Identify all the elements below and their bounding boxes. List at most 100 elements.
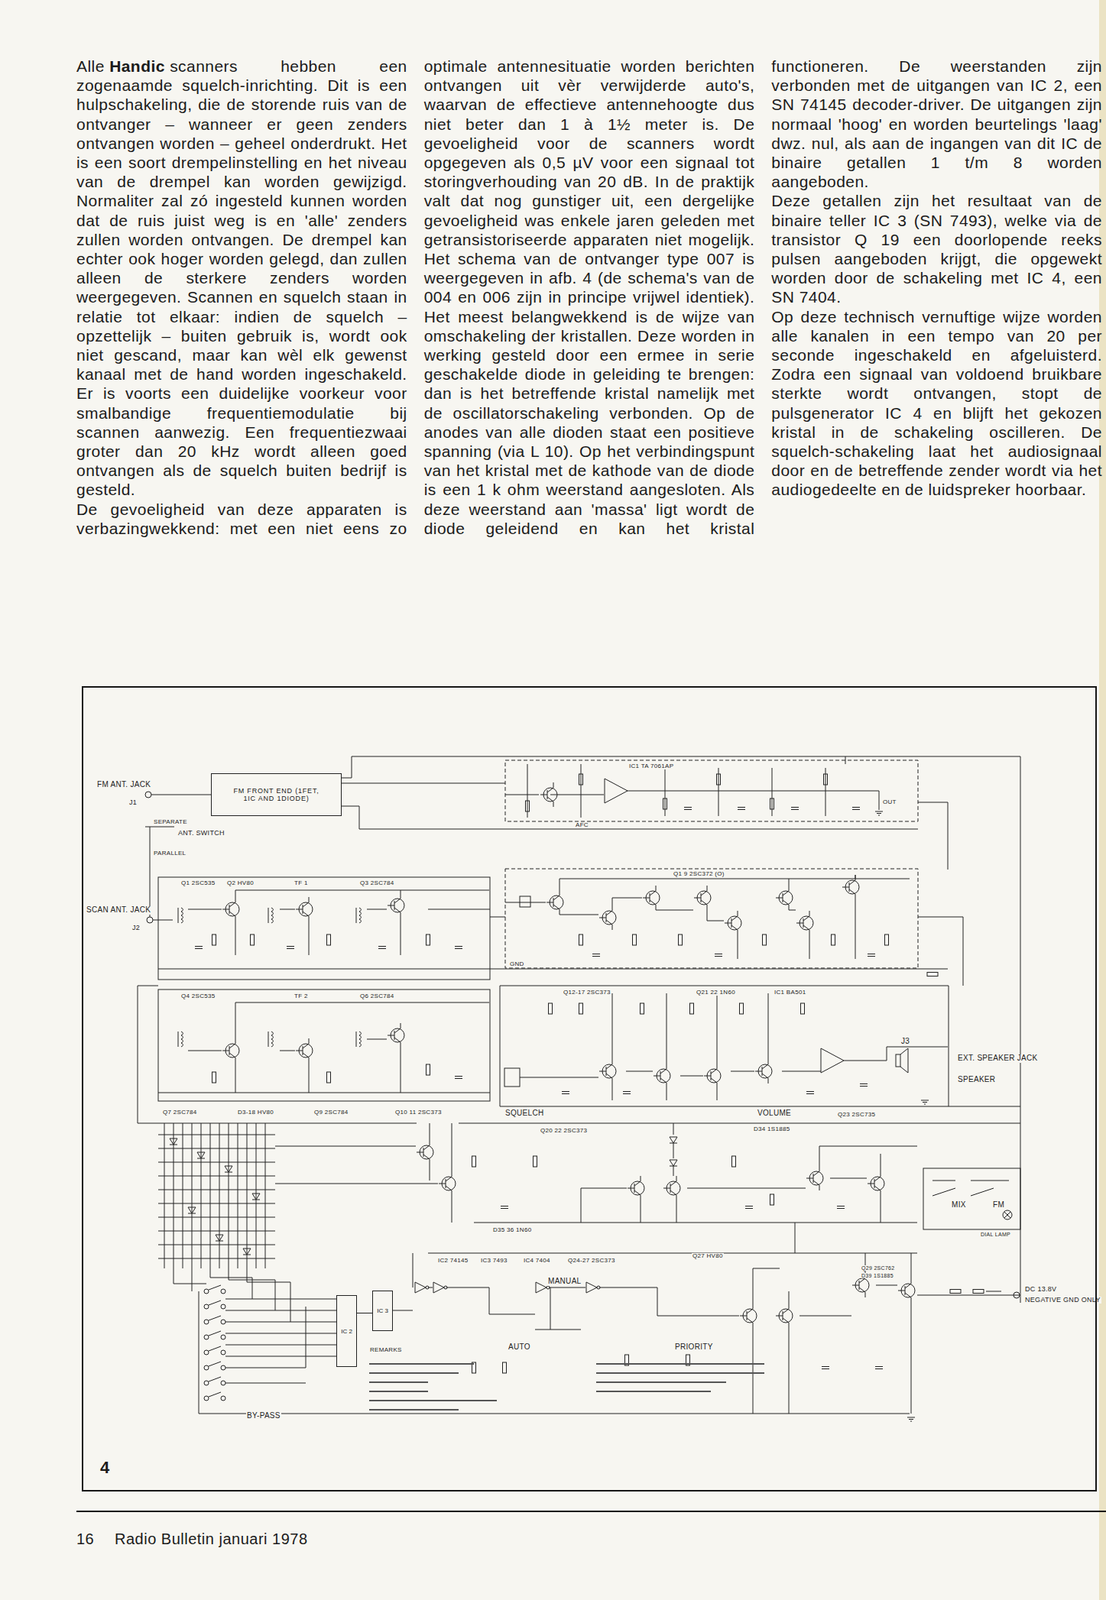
wiring [768,993,769,1060]
component-symbols [286,947,295,950]
brand-name: Handic [109,57,166,75]
component-symbols [921,1100,929,1105]
component-symbols [252,1193,260,1201]
wiring [225,1345,337,1347]
schematic-label: OUT [882,799,898,806]
component-symbols [716,774,721,785]
component-symbols [950,1290,961,1295]
wiring [428,1253,918,1255]
schematic-label: TF 2 [293,993,309,1000]
wiring [225,1383,306,1385]
component-symbols [327,934,331,946]
component-symbols [586,1282,601,1294]
schematic-label: MIX [950,1201,967,1210]
wiring [158,1148,276,1150]
schematic-label: Q9 2SC784 [313,1109,350,1116]
wiring [146,917,153,924]
wiring [499,985,501,1107]
wiring [875,1285,898,1287]
schematic-label: Q4 2SC535 [180,993,217,1000]
schematic-label: D35 36 1N60 [492,1227,532,1234]
component-symbols [867,954,876,957]
schematic-label: D3-18 HV80 [236,1109,275,1116]
wiring [208,1300,221,1306]
wiring [246,1123,248,1269]
wiring [204,1396,209,1402]
wiring [1020,1295,1022,1304]
component-symbols [755,1059,772,1084]
schematic-label: Q1 9 2SC372 (O) [672,871,726,878]
wiring [446,1287,536,1315]
component-symbols [791,807,799,811]
component-symbols [579,774,584,785]
component-symbols [684,807,692,811]
component-symbols [627,1176,645,1201]
remarks-note-lines [369,1363,474,1366]
wiring [341,756,1021,1296]
wiring [158,989,490,1102]
wiring [499,985,949,987]
component-symbols [831,934,836,946]
wiring [225,1356,337,1358]
body-paragraph: AlleHandicscanners hebben een zogenaamde… [76,56,408,500]
wiring [220,1381,226,1386]
wiring [880,1196,882,1223]
ic-block: IC 3 [372,1290,393,1332]
wiring [505,794,539,796]
remarks-note-lines [369,1372,459,1375]
schematic-label: Q27 HV80 [691,1253,724,1260]
wiring [473,1222,918,1224]
component-symbols [222,897,240,922]
wire-connector [356,1313,373,1314]
wiring [225,1322,337,1324]
wiring [666,1088,668,1101]
wiring [145,791,152,798]
schematic-label: VOLUME [756,1109,792,1119]
wiring [640,1200,642,1223]
wiring [279,1050,296,1052]
wiring [855,899,857,960]
article-columns: AlleHandicscanners hebben een zogenaamde… [76,56,1103,539]
schematic-label: Q10 11 2SC373 [394,1109,443,1116]
wiring [666,993,668,1064]
wiring [788,910,796,912]
wiring [204,1289,209,1295]
wiring [559,878,910,891]
wiring [208,1346,221,1352]
remarks-note-lines [596,1391,711,1393]
schematic-label: J1 [128,799,138,807]
wiring [158,1135,276,1136]
schematic-label: AUTO [507,1343,532,1353]
component-symbols [642,885,660,911]
schematic-label: Q1 2SC535 [180,880,217,887]
wiring [1002,1210,1012,1220]
schematic-label: SQUELCH [504,1109,545,1119]
body-paragraph: Op deze technisch vernuftige wijze worde… [771,307,1103,500]
schematic-label: Q24-27 2SC373 [567,1258,617,1265]
schematic-label: D39 1S1885 [860,1273,895,1279]
wiring [788,1291,790,1304]
wiring [707,910,724,922]
component-symbols [604,778,628,804]
remarks-note-lines [369,1409,459,1411]
schematic-label: ANT. SWITCH [177,830,226,837]
component-symbols [796,911,814,936]
wiring [911,1253,912,1279]
component-symbols [714,954,723,957]
wiring [208,1316,221,1321]
wiring [752,1328,754,1415]
schematic-label: SPEAKER [956,1076,996,1085]
wiring [505,902,546,904]
remarks-note-lines [596,1363,765,1366]
wiring [550,794,604,796]
component-symbols [454,1076,463,1080]
component-symbols [454,947,463,950]
wiring [880,1154,882,1172]
component-symbols [519,896,531,908]
wiring [158,1258,276,1260]
component-symbols [194,947,203,950]
wiring [429,1123,431,1141]
component-symbols [243,1248,251,1256]
wiring [655,910,694,912]
